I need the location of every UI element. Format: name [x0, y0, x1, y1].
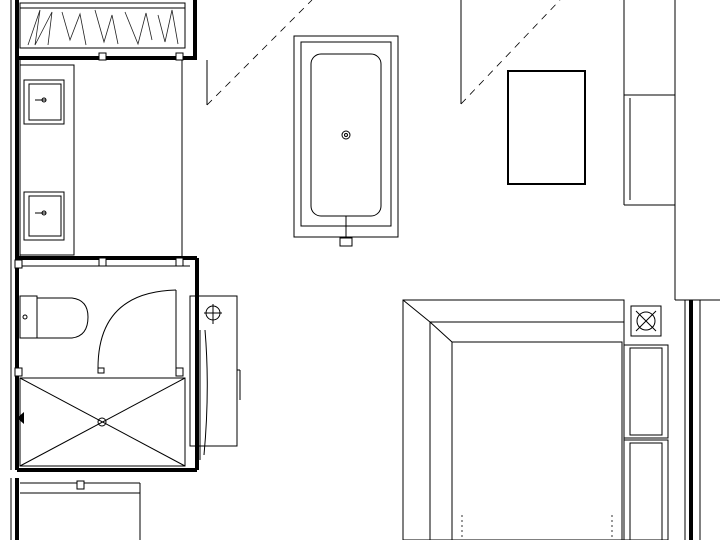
shower: [17, 377, 186, 467]
bathtub: [293, 35, 399, 247]
sliding-panel: [189, 295, 241, 460]
lower-room: [10, 478, 141, 540]
bed: [402, 299, 625, 540]
right-wall: [684, 300, 701, 540]
closet-hatching: [19, 2, 186, 49]
vanity-counter: [19, 64, 75, 256]
basin-upper: [23, 79, 65, 125]
side-table: [507, 70, 586, 185]
toilet: [19, 295, 89, 339]
bedside-cabinet: [623, 344, 669, 540]
bathroom-walls: [10, 0, 199, 472]
dashed-diagonals: [206, 0, 561, 106]
basin-lower: [23, 191, 65, 241]
vent-icon: [630, 305, 662, 337]
shower-door: [97, 289, 177, 374]
wardrobe: [623, 0, 720, 301]
column-posts: [14, 52, 184, 377]
